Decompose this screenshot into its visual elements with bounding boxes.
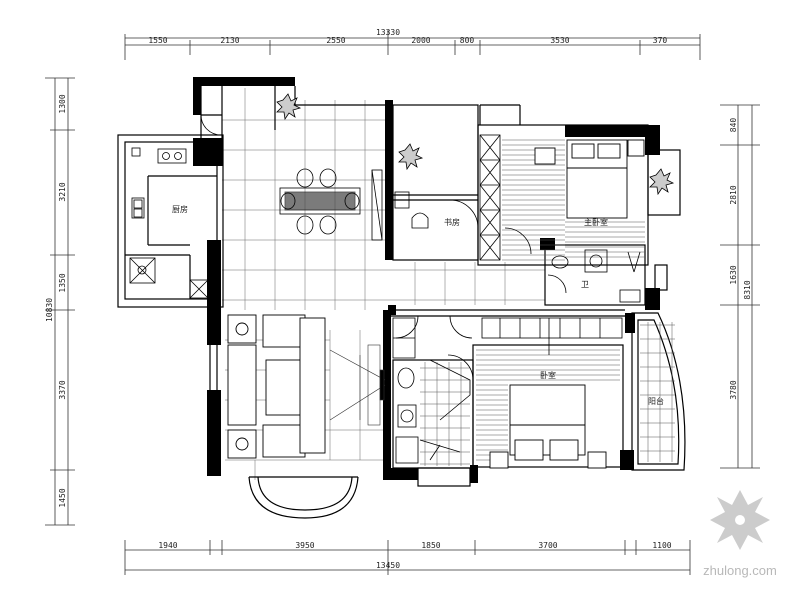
bath-tile-grid — [420, 362, 470, 466]
toilet-fixtures-1 — [551, 249, 641, 303]
toilet-label: 卫 — [581, 280, 589, 289]
right-dimension-chain — [720, 104, 760, 469]
top-dimension-1: 1550 — [148, 36, 167, 45]
bedroom-floor-hatch — [476, 349, 620, 461]
kitchen-label: 厨房 — [172, 204, 188, 214]
bottom-dimension-5: 1100 — [652, 541, 671, 550]
top-dimension-chain — [124, 30, 701, 60]
bottom-overall-dimension: 13450 — [376, 561, 400, 570]
left-dimension-4: 3370 — [58, 380, 67, 399]
top-dimension-7: 370 — [653, 36, 668, 45]
bedroom-bed — [489, 384, 607, 469]
side-cabinet — [371, 169, 383, 241]
dining-table — [279, 168, 361, 235]
watermark-logo-icon — [710, 490, 770, 550]
right-dimension-1: 840 — [729, 118, 738, 133]
balcony-tile-grid — [640, 322, 675, 462]
bedroom-label: 卧室 — [540, 370, 556, 380]
master-bed — [534, 139, 645, 219]
kitchen-fixtures — [129, 147, 209, 299]
top-overall-dimension: 13330 — [376, 28, 400, 37]
top-dimension-2: 2130 — [220, 36, 239, 45]
master-wardrobe — [479, 134, 501, 261]
right-overall-dimension: 8310 — [743, 280, 752, 299]
top-dimension-6: 3530 — [550, 36, 569, 45]
right-dimension-2: 2810 — [729, 185, 738, 204]
bottom-dimension-2: 3950 — [295, 541, 314, 550]
left-dimension-5: 1450 — [58, 488, 67, 507]
right-dimension-3: 1630 — [729, 265, 738, 284]
study-desk-and-chair — [394, 191, 429, 229]
interior-walls — [117, 86, 686, 519]
living-sofa-set — [227, 314, 326, 459]
study-label: 书房 — [444, 217, 460, 227]
storage-cabinets — [392, 317, 623, 359]
bottom-dimension-1: 1940 — [158, 541, 177, 550]
watermark-text: zhulong.com — [703, 563, 777, 578]
master-bedroom-label: 主卧室 — [584, 217, 608, 227]
right-dimension-4: 3780 — [729, 380, 738, 399]
bottom-dimension-chain — [124, 540, 691, 575]
left-overall-dimension: 10830 — [45, 298, 54, 322]
master-bedroom-floor-hatch — [502, 139, 645, 261]
top-dimension-5: 800 — [460, 36, 475, 45]
left-dimension-chain — [45, 77, 75, 526]
left-dimension-2: 3210 — [58, 182, 67, 201]
living-dining-tile-grid — [222, 88, 545, 480]
exterior-walls — [193, 77, 660, 483]
top-dimension-3: 2550 — [326, 36, 345, 45]
top-dimension-4: 2000 — [411, 36, 430, 45]
bottom-dimension-4: 3700 — [538, 541, 557, 550]
left-dimension-1: 1300 — [58, 94, 67, 113]
bottom-dimension-3: 1850 — [421, 541, 440, 550]
balcony-label: 阳台 — [648, 396, 664, 406]
door-swings — [200, 114, 567, 381]
left-dimension-3: 1350 — [58, 273, 67, 292]
lower-bath-fixtures — [395, 359, 471, 464]
living-diagonal-lines — [329, 344, 386, 426]
